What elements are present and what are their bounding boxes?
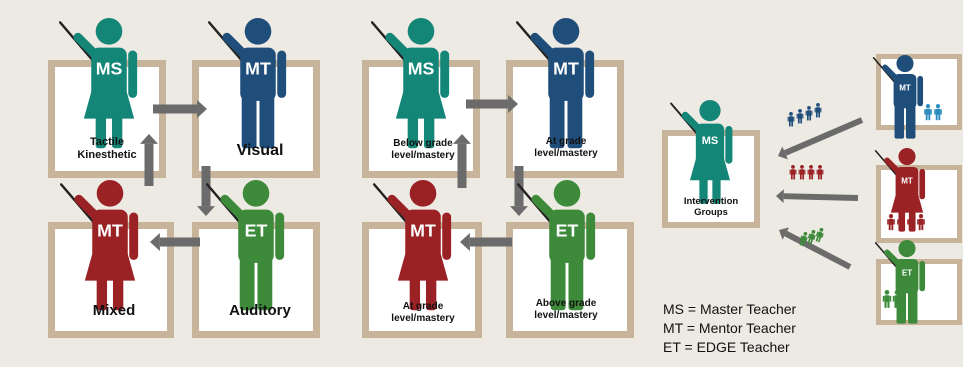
student-icon xyxy=(805,106,813,121)
student-icon xyxy=(787,112,795,127)
student-icon xyxy=(917,214,925,231)
student-icon xyxy=(807,165,815,180)
label-tactile-kinesthetic: Tactile Kinesthetic xyxy=(77,136,137,162)
teacher-code: MT xyxy=(97,220,123,240)
teacher-mt-icon: MT xyxy=(372,180,452,311)
arrow-d2-up xyxy=(453,134,471,188)
label-intervention-groups: Intervention Groups xyxy=(683,196,739,219)
teacher-ms-icon: MS xyxy=(370,18,450,149)
teacher-code: MT xyxy=(553,58,579,78)
label-at-grade-bottom: At grade level/mastery xyxy=(391,301,455,324)
arrow-d3-from-blue xyxy=(778,117,864,160)
legend-mt: MT = Mentor Teacher xyxy=(663,320,796,336)
legend-ms: MS = Master Teacher xyxy=(663,301,797,317)
frame-source-et-green xyxy=(876,259,962,325)
student-icon xyxy=(897,214,905,231)
teacher-code: MS xyxy=(96,58,123,78)
teacher-mt-icon: MT xyxy=(207,18,287,149)
student-icon xyxy=(815,227,824,243)
teacher-ms-icon: MS xyxy=(58,18,138,149)
arrow-d2-left xyxy=(460,233,512,251)
student-icon xyxy=(887,214,895,231)
teacher-et-icon: ET xyxy=(205,180,285,311)
legend: MS = Master Teacher MT = Mentor Teacher … xyxy=(663,300,796,357)
label-mixed: Mixed xyxy=(92,302,136,319)
teacher-code: MT xyxy=(410,220,436,240)
arrow-d1-up xyxy=(140,134,158,186)
label-at-grade-top: At grade level/mastery xyxy=(534,136,598,159)
student-icon xyxy=(796,109,804,124)
arrow-d1-left xyxy=(150,233,200,251)
teacher-code: ET xyxy=(902,268,912,277)
teacher-code: MT xyxy=(245,58,271,78)
teacher-mt-icon: MT xyxy=(59,180,139,311)
teacher-code: MS xyxy=(702,135,719,147)
arrow-d1-right xyxy=(153,100,207,118)
teacher-code: ET xyxy=(556,220,579,240)
arrow-d2-right xyxy=(466,95,518,113)
student-icon xyxy=(807,229,816,245)
student-icon xyxy=(907,214,915,231)
student-icon xyxy=(798,165,806,180)
label-visual: Visual xyxy=(236,142,284,159)
student-icon xyxy=(924,104,932,121)
teacher-code: ET xyxy=(245,220,268,240)
teacher-code: MS xyxy=(408,58,435,78)
student-icon xyxy=(892,290,902,308)
label-below-grade: Below grade level/mastery xyxy=(391,138,455,161)
teacher-code: MT xyxy=(899,83,911,92)
teacher-et-icon: ET xyxy=(516,180,596,311)
label-auditory: Auditory xyxy=(229,302,291,319)
teacher-code: MT xyxy=(901,176,913,185)
student-icon xyxy=(934,104,942,121)
legend-et: ET = EDGE Teacher xyxy=(663,339,790,355)
student-icon xyxy=(789,165,797,180)
student-icon xyxy=(799,231,808,247)
teacher-mt-icon: MT xyxy=(515,18,595,149)
arrow-d3-from-red xyxy=(776,189,859,204)
student-icon xyxy=(814,103,822,118)
student-icon xyxy=(816,165,824,180)
arrow-d1-down xyxy=(197,166,215,216)
student-icon xyxy=(882,290,892,308)
teacher-mt-icon: MT xyxy=(872,55,924,139)
label-above-grade: Above grade level/mastery xyxy=(534,298,598,321)
teacher-ms-icon: MS xyxy=(670,100,733,204)
